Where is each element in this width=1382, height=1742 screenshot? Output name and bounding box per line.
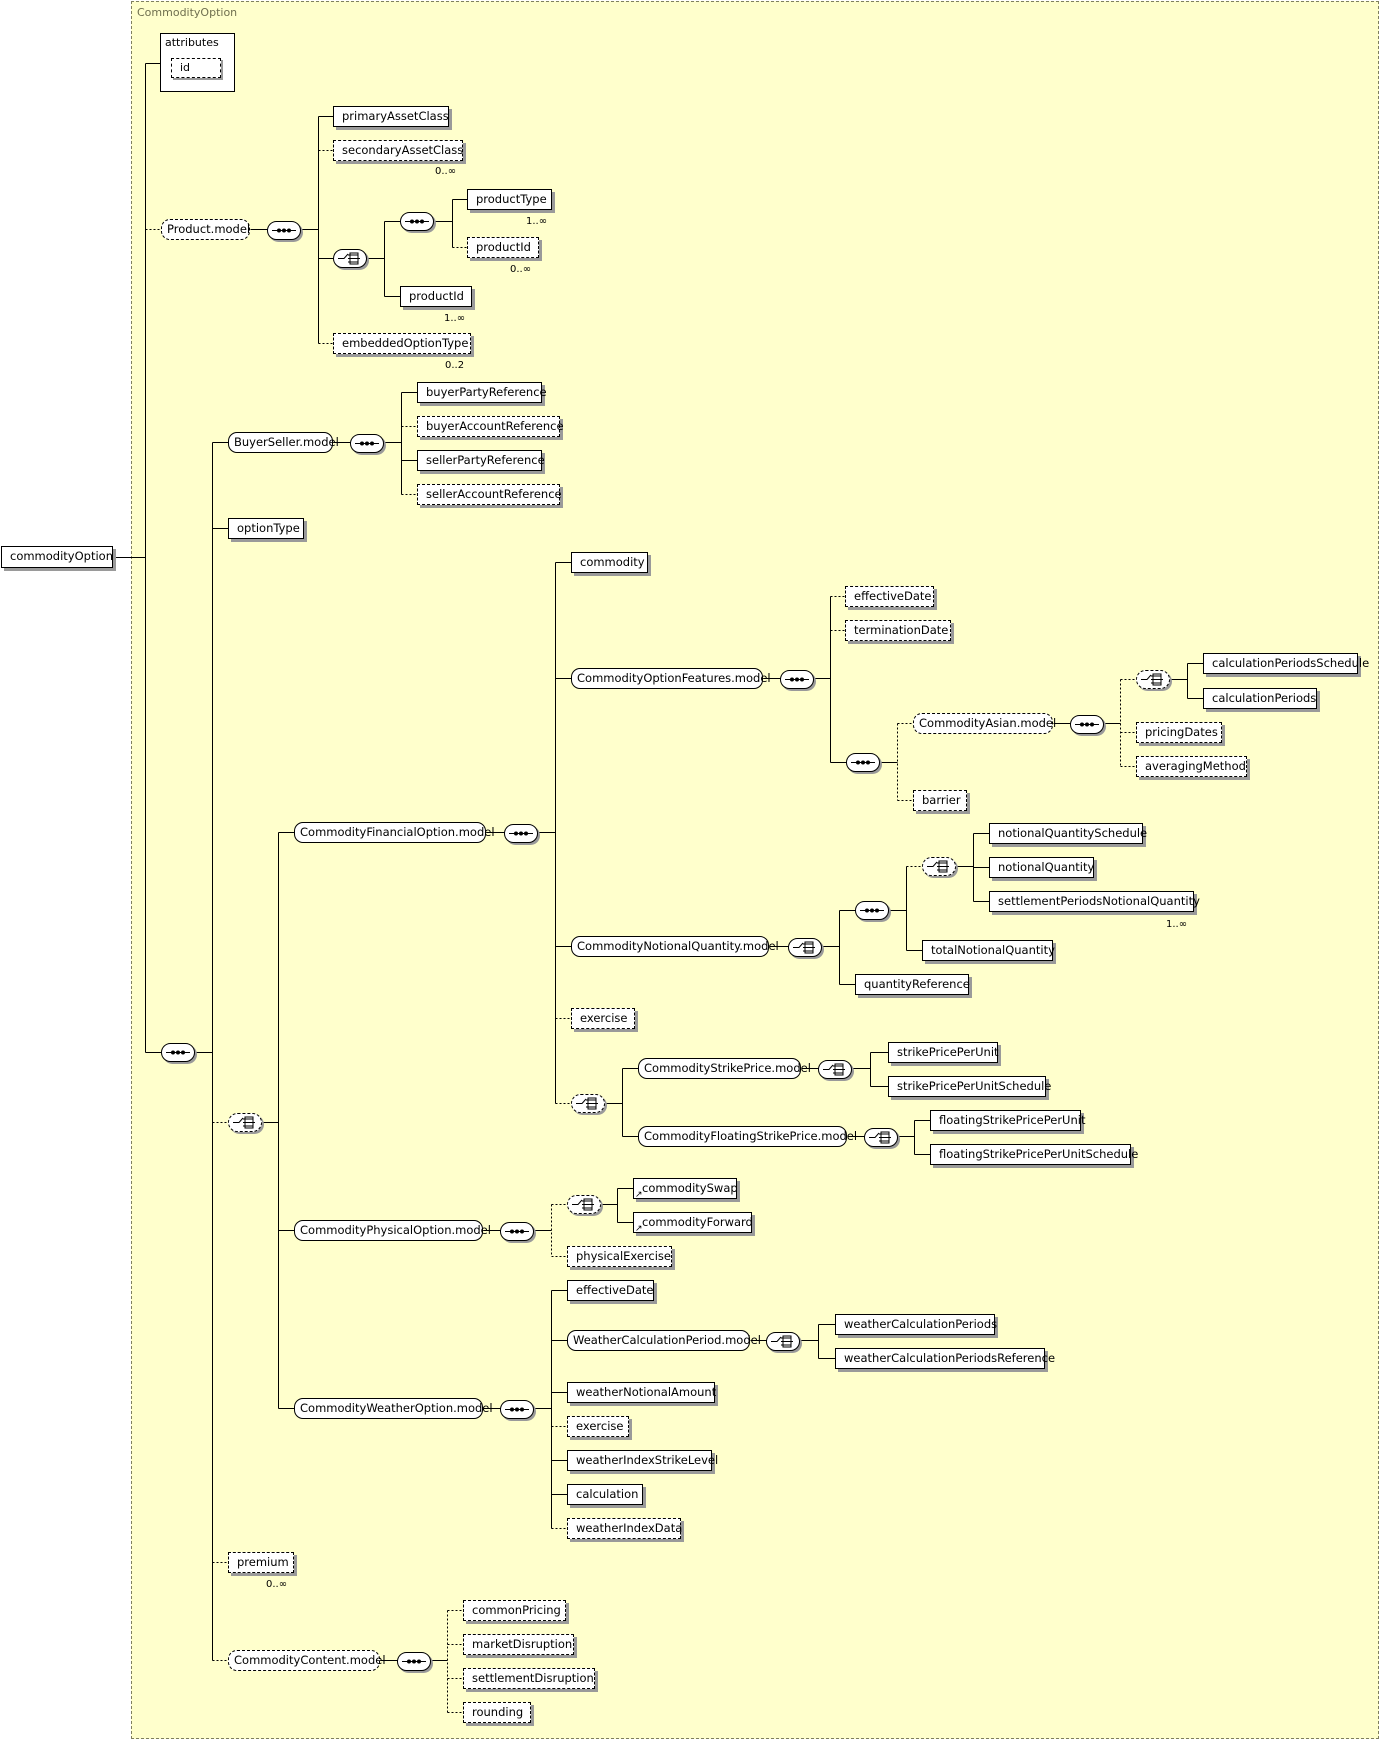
- node-averaging-method[interactable]: averagingMethod: [1136, 756, 1247, 777]
- node-weather-calculation-periods-reference[interactable]: weatherCalculationPeriodsReference: [835, 1348, 1055, 1369]
- node-commodity-content-model[interactable]: CommodityContent.model: [228, 1650, 386, 1671]
- node-effective-date2[interactable]: effectiveDate: [567, 1280, 654, 1301]
- node-product-id-opt[interactable]: productId: [467, 237, 542, 261]
- node-option-type[interactable]: optionType: [228, 518, 304, 539]
- node-exercise2[interactable]: exercise: [567, 1416, 629, 1437]
- node-buyer-seller-model[interactable]: BuyerSeller.model: [228, 432, 339, 453]
- node-settlement-periods-notional-quantity[interactable]: settlementPeriodsNotionalQuantity: [989, 891, 1200, 915]
- choice-compositor-icon-weathercalc[interactable]: [766, 1332, 800, 1351]
- node-notional-quantity-schedule[interactable]: notionalQuantitySchedule: [989, 823, 1147, 844]
- choice-compositor-icon-strikeprice[interactable]: [818, 1060, 852, 1079]
- node-commodity-physical-option-model[interactable]: CommodityPhysicalOption.model: [294, 1220, 491, 1241]
- choice-compositor-icon-physical[interactable]: [567, 1195, 601, 1214]
- root-element[interactable]: commodityOption: [1, 546, 113, 568]
- cardinality-product-id-opt: 0..∞: [510, 264, 532, 275]
- cardinality-embedded-option-type: 0..2: [445, 360, 465, 371]
- choice-compositor-icon-notional[interactable]: [788, 938, 822, 957]
- node-effective-date1[interactable]: effectiveDate: [845, 586, 934, 607]
- node-calculation-periods[interactable]: calculationPeriods: [1203, 688, 1317, 709]
- complex-type-container: [131, 1, 1379, 1739]
- choice-compositor-icon-floating[interactable]: [864, 1128, 898, 1147]
- node-product-model[interactable]: Product.model: [161, 219, 250, 240]
- sequence-compositor-icon-asian[interactable]: [1070, 715, 1104, 734]
- node-calculation-periods-schedule[interactable]: calculationPeriodsSchedule: [1203, 653, 1369, 674]
- choice-compositor-icon-strike[interactable]: [571, 1094, 605, 1113]
- sequence-compositor-icon-financial[interactable]: [504, 824, 538, 843]
- node-seller-party-reference[interactable]: sellerPartyReference: [417, 450, 545, 471]
- attributes-title: attributes: [165, 36, 219, 49]
- node-floating-strike-price-per-unit[interactable]: floatingStrikePricePerUnit: [930, 1110, 1085, 1131]
- node-commodity-financial-option-model[interactable]: CommodityFinancialOption.model: [294, 822, 495, 843]
- cardinality-settlement-periods-notional-quantity: 1..∞: [1166, 919, 1188, 930]
- cardinality-product-type: 1..∞: [526, 216, 548, 227]
- node-barrier[interactable]: barrier: [913, 790, 967, 811]
- sequence-compositor-icon-content[interactable]: [397, 1652, 431, 1671]
- sequence-compositor-icon-product[interactable]: [267, 221, 301, 240]
- sequence-compositor-icon-producttype[interactable]: [400, 212, 434, 231]
- node-total-notional-quantity[interactable]: totalNotionalQuantity: [922, 940, 1055, 961]
- sequence-compositor-icon-features-inner[interactable]: [846, 753, 880, 772]
- node-common-pricing[interactable]: commonPricing: [463, 1600, 566, 1621]
- node-quantity-reference[interactable]: quantityReference: [855, 974, 970, 995]
- node-commodity-asian-model[interactable]: CommodityAsian.model: [913, 713, 1056, 734]
- node-physical-exercise[interactable]: physicalExercise: [567, 1246, 672, 1267]
- node-secondary-asset-class[interactable]: secondaryAssetClass: [333, 140, 463, 161]
- node-exercise1[interactable]: exercise: [571, 1008, 635, 1029]
- sequence-compositor-icon-physical[interactable]: [500, 1222, 534, 1241]
- node-rounding[interactable]: rounding: [463, 1702, 531, 1723]
- node-termination-date[interactable]: terminationDate: [845, 620, 951, 641]
- node-commodity[interactable]: commodity: [571, 552, 648, 573]
- cardinality-secondary-asset-class: 0..∞: [435, 166, 457, 177]
- node-weather-index-strike-level[interactable]: weatherIndexStrikeLevel: [567, 1450, 718, 1471]
- node-weather-index-data[interactable]: weatherIndexData: [567, 1518, 682, 1539]
- node-pricing-dates[interactable]: pricingDates: [1136, 722, 1222, 743]
- node-commodity-swap[interactable]: commoditySwap: [633, 1178, 738, 1200]
- node-commodity-notional-quantity-model[interactable]: CommodityNotionalQuantity.model: [571, 936, 779, 957]
- choice-compositor-icon-product[interactable]: [333, 249, 367, 268]
- node-strike-price-per-unit[interactable]: strikePricePerUnit: [888, 1042, 999, 1063]
- sequence-compositor-icon-root[interactable]: [161, 1043, 195, 1062]
- cardinality-product-id-req: 1..∞: [444, 313, 466, 324]
- node-buyer-party-reference[interactable]: buyerPartyReference: [417, 382, 547, 403]
- choice-compositor-icon-notional-inner[interactable]: [922, 857, 956, 876]
- attribute-id[interactable]: id: [171, 58, 221, 78]
- node-commodity-forward[interactable]: commodityForward: [633, 1212, 753, 1234]
- node-weather-notional-amount[interactable]: weatherNotionalAmount: [567, 1382, 716, 1403]
- node-commodity-strike-price-model[interactable]: CommodityStrikePrice.model: [638, 1058, 811, 1079]
- attributes-box: attributes id: [160, 33, 235, 92]
- node-market-disruption[interactable]: marketDisruption: [463, 1634, 574, 1655]
- node-strike-price-per-unit-schedule[interactable]: strikePricePerUnitSchedule: [888, 1076, 1051, 1097]
- node-weather-calculation-period-model[interactable]: WeatherCalculationPeriod.model: [567, 1330, 761, 1351]
- sequence-compositor-icon-features[interactable]: [780, 670, 814, 689]
- node-notional-quantity[interactable]: notionalQuantity: [989, 857, 1094, 878]
- node-premium[interactable]: premium: [228, 1552, 297, 1576]
- sequence-compositor-icon-buyerseller[interactable]: [350, 434, 384, 453]
- node-floating-strike-price-per-unit-schedule[interactable]: floatingStrikePricePerUnitSchedule: [930, 1144, 1138, 1165]
- node-seller-account-reference[interactable]: sellerAccountReference: [417, 484, 562, 505]
- node-product-type[interactable]: productType: [467, 189, 555, 213]
- choice-compositor-icon-main[interactable]: [228, 1113, 262, 1132]
- node-settlement-disruption[interactable]: settlementDisruption: [463, 1668, 595, 1689]
- complex-type-label: CommodityOption: [137, 6, 238, 19]
- node-product-id-req[interactable]: productId: [400, 286, 475, 310]
- node-commodity-option-features-model[interactable]: CommodityOptionFeatures.model: [571, 668, 771, 689]
- sequence-compositor-icon-notional[interactable]: [855, 901, 889, 920]
- node-weather-calculation-periods[interactable]: weatherCalculationPeriods: [835, 1314, 997, 1335]
- sequence-compositor-icon-weather[interactable]: [500, 1400, 534, 1419]
- node-buyer-account-reference[interactable]: buyerAccountReference: [417, 416, 564, 437]
- node-commodity-weather-option-model[interactable]: CommodityWeatherOption.model: [294, 1398, 493, 1419]
- choice-compositor-icon-asian-schedule[interactable]: [1136, 670, 1170, 689]
- node-calculation[interactable]: calculation: [567, 1484, 643, 1505]
- node-commodity-floating-strike-price-model[interactable]: CommodityFloatingStrikePrice.model: [638, 1126, 857, 1147]
- cardinality-premium: 0..∞: [266, 1579, 288, 1590]
- node-primary-asset-class[interactable]: primaryAssetClass: [333, 106, 449, 127]
- node-embedded-option-type[interactable]: embeddedOptionType: [333, 333, 474, 357]
